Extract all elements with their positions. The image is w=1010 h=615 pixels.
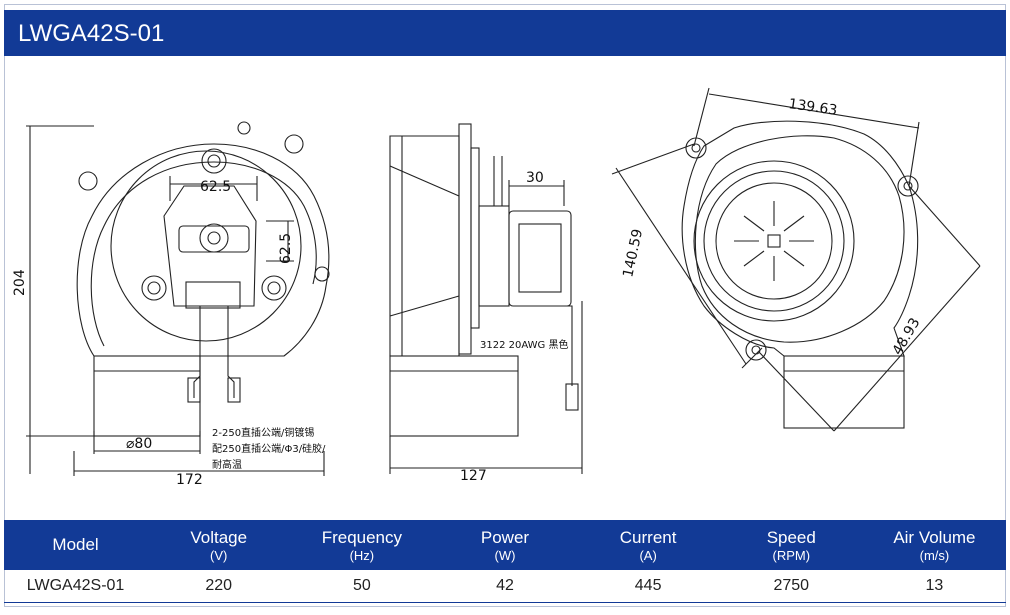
- col-current: Current(A): [576, 520, 720, 570]
- rear-view: [611, 87, 981, 432]
- dimension-labels: 204 172 ⌀80 62.5 62.5 2-250直插公端/铜镀锡 配250…: [12, 96, 924, 488]
- spec-table: Model Voltage(V) Frequency(Hz) Power(W) …: [4, 520, 1006, 603]
- cell-current: 445: [576, 570, 720, 603]
- cell-speed: 2750: [719, 570, 863, 603]
- technical-drawing: 204 172 ⌀80 62.5 62.5 2-250直插公端/铜镀锡 配250…: [12, 87, 981, 488]
- table-row: LWGA42S-01 220 50 42 445 2750 13: [4, 570, 1006, 603]
- terminal-note-1: 2-250直插公端/铜镀锡: [212, 426, 314, 439]
- cell-frequency: 50: [290, 570, 434, 603]
- dim-depth: 127: [460, 468, 487, 484]
- col-frequency: Frequency(Hz): [290, 520, 434, 570]
- dim-mount-height: 140.59: [620, 228, 646, 279]
- dim-outlet-diameter: ⌀80: [126, 436, 152, 452]
- dim-hole-spacing-x: 62.5: [200, 179, 231, 195]
- dim-width: 172: [176, 472, 203, 488]
- col-air-volume: Air Volume(m/s): [862, 520, 1006, 570]
- dim-outlet-size: 48.93: [890, 315, 924, 358]
- dim-mount-width: 139.63: [787, 96, 838, 119]
- front-view: [26, 121, 330, 476]
- product-title: LWGA42S-01: [18, 20, 165, 47]
- dim-height: 204: [12, 269, 28, 296]
- cell-voltage: 220: [147, 570, 291, 603]
- dim-motor-offset: 30: [526, 170, 544, 186]
- wire-note: 3122 20AWG 黑色: [480, 338, 568, 351]
- terminal-note-3: 耐高温: [212, 458, 242, 471]
- col-speed: Speed(RPM): [719, 520, 863, 570]
- dim-hole-spacing-y: 62.5: [278, 233, 294, 264]
- col-model: Model: [4, 520, 148, 570]
- col-voltage: Voltage(V): [147, 520, 291, 570]
- side-view: [389, 123, 583, 474]
- cell-air-volume: 13: [862, 570, 1006, 603]
- col-power: Power(W): [433, 520, 577, 570]
- title-bar: LWGA42S-01: [4, 10, 1006, 56]
- page-frame: [4, 4, 1006, 607]
- cell-power: 42: [433, 570, 577, 603]
- terminal-note-2: 配250直插公端/Φ3/硅胶/: [212, 442, 326, 455]
- cell-model: LWGA42S-01: [4, 570, 148, 603]
- spec-header-row: Model Voltage(V) Frequency(Hz) Power(W) …: [4, 520, 1006, 570]
